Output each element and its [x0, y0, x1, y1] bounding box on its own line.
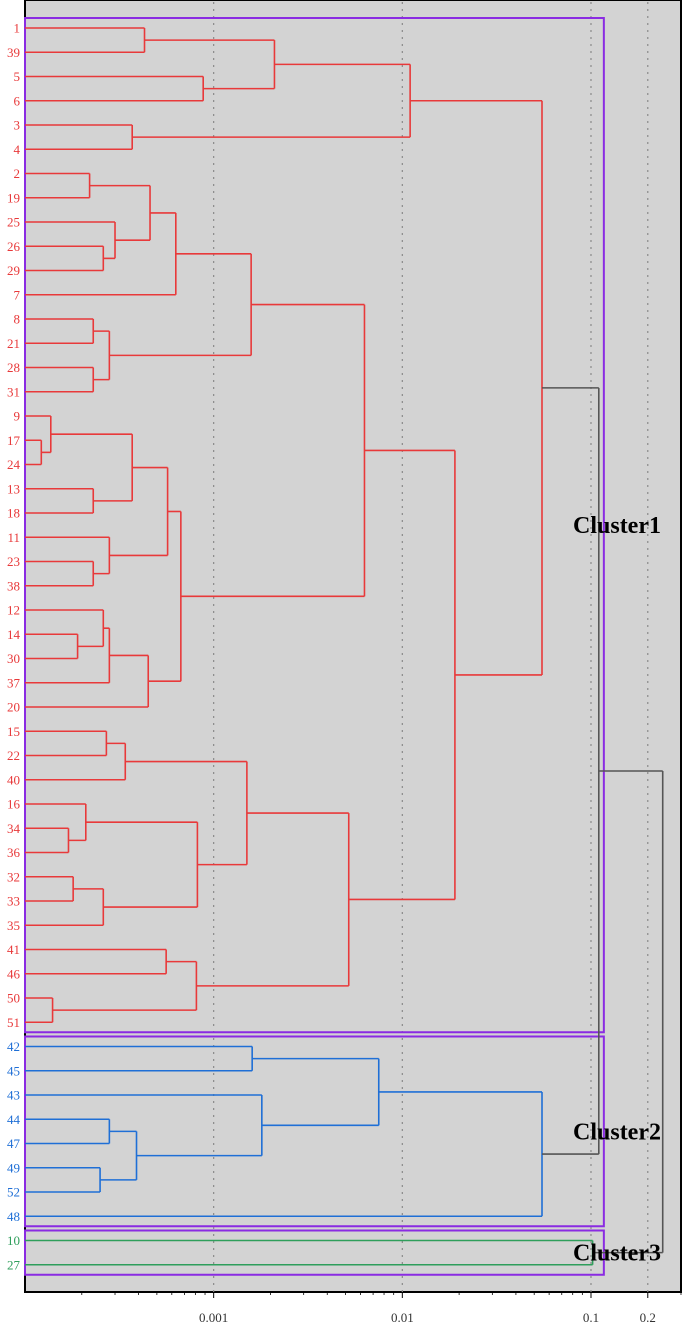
- leaf-label: 15: [7, 724, 20, 739]
- leaf-label: 36: [7, 845, 21, 860]
- leaf-label: 18: [7, 506, 20, 521]
- leaf-label: 4: [14, 142, 21, 157]
- leaf-label: 26: [7, 239, 21, 254]
- leaf-label: 47: [7, 1136, 21, 1151]
- leaf-labels: 1395634219252629782128319172413181123381…: [7, 21, 21, 1273]
- leaf-label: 16: [7, 797, 21, 812]
- leaf-label: 42: [7, 1039, 20, 1054]
- leaf-label: 2: [14, 166, 21, 181]
- cluster-label: Cluster3: [573, 1241, 661, 1267]
- tick-label: 0.2: [640, 1310, 656, 1325]
- leaf-label: 43: [7, 1088, 20, 1103]
- dendrogram-links: [25, 27, 664, 1266]
- leaf-label: 7: [14, 287, 21, 302]
- leaf-label: 3: [14, 118, 21, 133]
- x-axis-ticks: 0.001 0.01 0.1 0.2: [81, 1292, 682, 1325]
- leaf-label: 20: [7, 700, 20, 715]
- leaf-label: 51: [7, 1015, 20, 1030]
- leaf-label: 38: [7, 578, 20, 593]
- leaf-label: 34: [7, 821, 21, 836]
- leaf-label: 29: [7, 263, 20, 278]
- leaf-label: 8: [14, 312, 21, 327]
- leaf-label: 12: [7, 603, 20, 618]
- leaf-label: 41: [7, 942, 20, 957]
- leaf-label: 31: [7, 384, 20, 399]
- leaf-label: 37: [7, 675, 21, 690]
- leaf-label: 23: [7, 554, 20, 569]
- leaf-label: 25: [7, 215, 20, 230]
- leaf-label: 1: [14, 21, 21, 36]
- leaf-label: 13: [7, 481, 20, 496]
- leaf-label: 39: [7, 45, 20, 60]
- cluster-label: Cluster2: [573, 1119, 661, 1145]
- leaf-label: 6: [14, 93, 21, 108]
- leaf-label: 17: [7, 433, 21, 448]
- leaf-label: 50: [7, 991, 20, 1006]
- link-group: [592, 770, 664, 1254]
- leaf-label: 40: [7, 772, 20, 787]
- leaf-label: 44: [7, 1112, 21, 1127]
- leaf-label: 27: [7, 1257, 21, 1272]
- leaf-label: 32: [7, 869, 20, 884]
- leaf-label: 5: [14, 69, 21, 84]
- leaf-label: 9: [14, 409, 21, 424]
- tick-label: 0.1: [583, 1310, 599, 1325]
- leaf-label: 30: [7, 651, 20, 666]
- leaf-label: 19: [7, 190, 20, 205]
- grid-lines: [213, 2, 649, 1292]
- leaf-label: 46: [7, 966, 21, 981]
- leaf-label: 10: [7, 1233, 20, 1248]
- plot-background: [24, 0, 682, 1293]
- tick-label: 0.001: [199, 1310, 228, 1325]
- leaf-label: 52: [7, 1185, 20, 1200]
- leaf-label: 22: [7, 748, 20, 763]
- leaf-label: 48: [7, 1209, 20, 1224]
- leaf-label: 11: [7, 530, 20, 545]
- leaf-label: 49: [7, 1160, 20, 1175]
- cluster-box: [24, 17, 605, 1034]
- leaf-label: 14: [7, 627, 21, 642]
- leaf-label: 28: [7, 360, 20, 375]
- leaf-label: 24: [7, 457, 21, 472]
- leaf-label: 35: [7, 918, 20, 933]
- leaf-label: 21: [7, 336, 20, 351]
- tick-label: 0.01: [391, 1310, 414, 1325]
- cluster-label: Cluster1: [573, 513, 661, 539]
- leaf-label: 33: [7, 894, 20, 909]
- cluster-box: [24, 1035, 605, 1228]
- leaf-label: 45: [7, 1063, 20, 1078]
